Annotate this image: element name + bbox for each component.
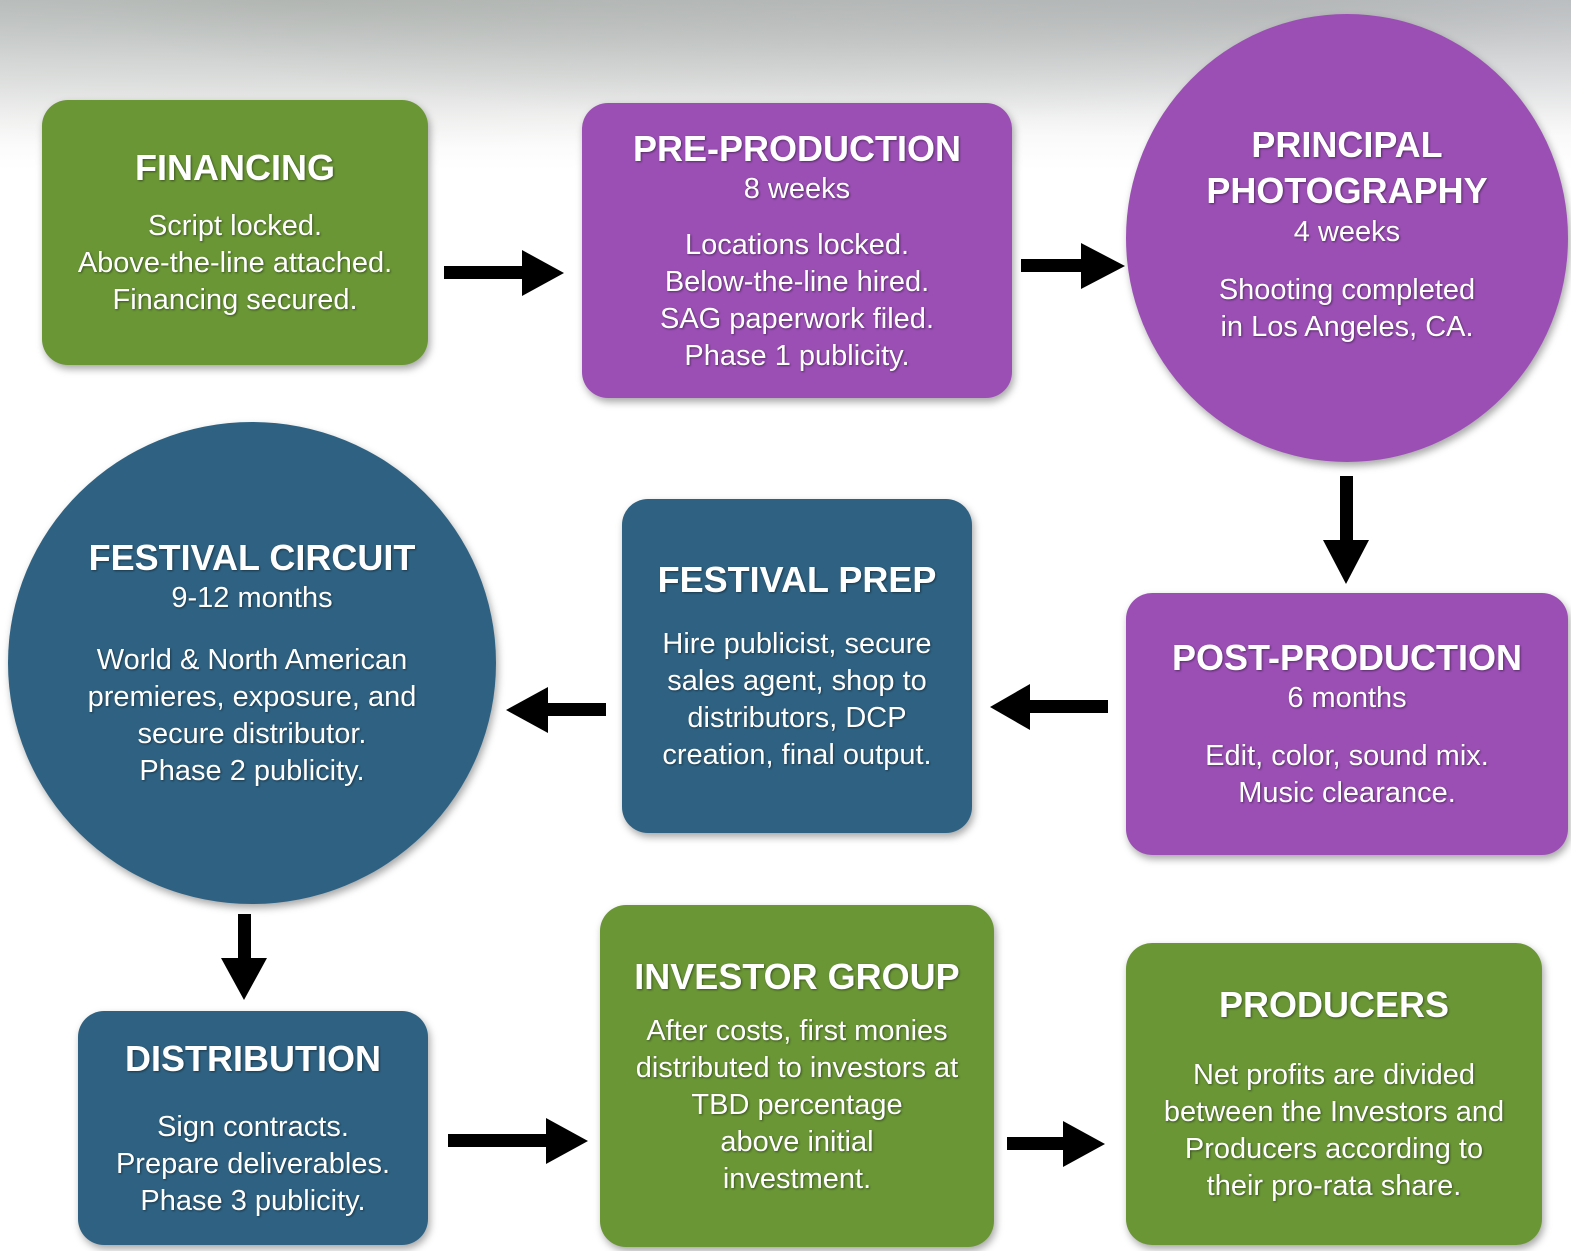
node-description: Sign contracts. Prepare deliverables. Ph… xyxy=(115,1110,391,1217)
festival-prep-box: FESTIVAL PREP Hire publicist, secure sal… xyxy=(622,499,972,833)
node-description: Shooting completed in Los Angeles, CA. xyxy=(1218,274,1476,343)
node-title: FINANCING xyxy=(135,147,335,188)
arrow-preproduction-to-photography-icon xyxy=(1021,243,1125,289)
node-description: World & North American premieres, exposu… xyxy=(87,644,417,787)
node-title: PRE-PRODUCTION xyxy=(632,127,961,169)
arrow-financing-to-preproduction-icon xyxy=(444,250,564,296)
node-duration: 8 weeks xyxy=(743,172,851,205)
node-title: INVESTOR GROUP xyxy=(634,955,960,997)
node-title: FESTIVAL PREP xyxy=(657,559,937,600)
node-description: Net profits are divided between the Inve… xyxy=(1163,1059,1505,1202)
node-title: FESTIVAL CIRCUIT xyxy=(88,537,416,578)
arrow-distribution-to-investors-icon xyxy=(448,1118,588,1164)
principal-photography-circle: PRINCIPAL PHOTOGRAPHY 4 weeks Shooting c… xyxy=(1126,14,1568,462)
node-duration: 4 weeks xyxy=(1293,216,1401,248)
node-description: Locations locked. Below-the-line hired. … xyxy=(659,228,934,372)
arrow-circuit-to-distribution-icon xyxy=(221,914,267,1000)
node-description: Edit, color, sound mix. Music clearance. xyxy=(1205,740,1489,809)
node-duration: 6 months xyxy=(1287,682,1407,714)
node-description: Script locked. Above-the-line attached. … xyxy=(77,210,393,316)
node-title: PRINCIPAL PHOTOGRAPHY xyxy=(1206,124,1488,211)
festival-circuit-circle: FESTIVAL CIRCUIT 9-12 months World & Nor… xyxy=(8,422,496,904)
node-description: After costs, first monies distributed to… xyxy=(635,1014,959,1195)
node-duration: 9-12 months xyxy=(171,582,333,614)
arrow-photography-to-postproduction-icon xyxy=(1323,476,1369,584)
node-title: POST-PRODUCTION xyxy=(1171,637,1522,678)
arrow-festivalprep-to-circuit-icon xyxy=(506,687,606,733)
investor-group-box: INVESTOR GROUP After costs, first monies… xyxy=(600,905,994,1247)
node-title: PRODUCERS xyxy=(1218,984,1450,1025)
node-title: DISTRIBUTION xyxy=(125,1037,381,1079)
pre-production-box: PRE-PRODUCTION 8 weeks Locations locked.… xyxy=(582,103,1012,398)
node-description: Hire publicist, secure sales agent, shop… xyxy=(662,628,932,771)
producers-box: PRODUCERS Net profits are divided betwee… xyxy=(1126,943,1542,1245)
distribution-box: DISTRIBUTION Sign contracts. Prepare del… xyxy=(78,1011,428,1245)
arrow-investors-to-producers-icon xyxy=(1007,1121,1105,1167)
arrow-postproduction-to-festivalprep-icon xyxy=(990,684,1108,730)
post-production-box: POST-PRODUCTION 6 months Edit, color, so… xyxy=(1126,593,1568,855)
financing-box: FINANCING Script locked. Above-the-line … xyxy=(42,100,428,365)
